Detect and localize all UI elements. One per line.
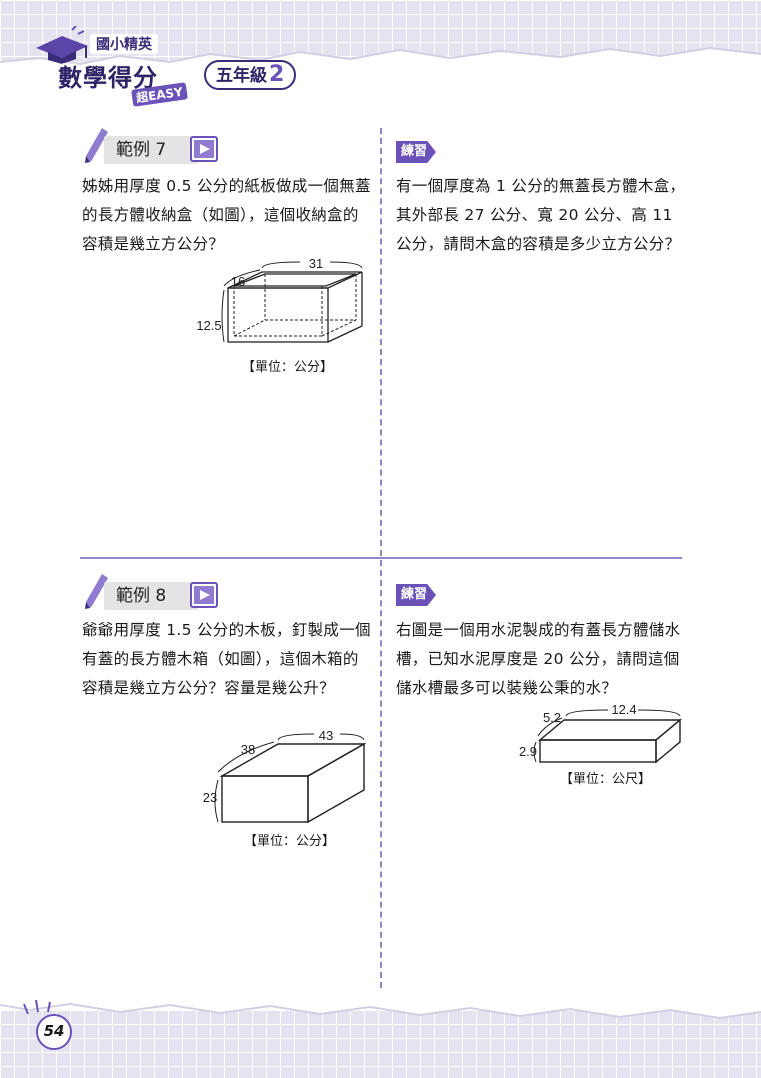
practice-2-text: 右圖是一個用水泥製成的有蓋長方體儲水槽，已知水泥厚度是 20 公分，請問這個儲水… xyxy=(396,621,681,697)
practice-1-text: 有一個厚度為 1 公分的無蓋長方體木盒，其外部長 27 公分、寬 20 公分、高… xyxy=(396,177,686,253)
example-8-length-label: 43 xyxy=(319,728,333,743)
example-7-label: 範例 7 xyxy=(104,136,198,164)
practice-2-tank-figure: 12.4 5.2 2.9 xyxy=(519,702,682,764)
example-8-height-label: 23 xyxy=(203,790,217,805)
brand-top-text: 國小精英 xyxy=(90,34,158,54)
example-8-unit: 【單位：公分】 xyxy=(244,834,336,849)
example-7-box-figure: 31 16 12.5 xyxy=(196,256,363,343)
footer-grid-background xyxy=(0,1010,761,1078)
example-8-label: 範例 8 xyxy=(104,582,198,610)
example-8-text: 爺爺用厚度 1.5 公分的木板，釘製成一個有蓋的長方體木箱（如圖），這個木箱的容… xyxy=(82,621,371,697)
video-play-icon[interactable] xyxy=(190,582,218,608)
practice-2-width-label: 5.2 xyxy=(543,710,561,725)
example-7-length-label: 31 xyxy=(309,256,323,271)
page-number: 54 xyxy=(36,1014,72,1050)
example-7-unit: 【單位：公分】 xyxy=(242,360,334,375)
video-play-icon[interactable] xyxy=(190,136,218,162)
brand-main-text: 數學得分 xyxy=(58,64,158,92)
section-divider xyxy=(80,557,682,559)
practice-2-length-label: 12.4 xyxy=(611,702,636,717)
torn-paper-edge-top xyxy=(0,46,761,100)
example-8-width-label: 38 xyxy=(241,742,255,757)
grade-badge: 五年級2 xyxy=(204,60,297,90)
example-7-width-label: 16 xyxy=(231,274,245,289)
grade-number: 2 xyxy=(269,62,285,87)
torn-paper-edge-bottom xyxy=(0,990,761,1020)
pencil-icon xyxy=(85,128,108,163)
example-8-box-figure: 43 38 23 xyxy=(203,728,367,824)
series-logo: 國小精英 數學得分 超EASY xyxy=(28,26,218,107)
page-number-ticks-icon xyxy=(23,999,51,1015)
practice-1-tag: 練習 xyxy=(396,141,436,163)
example-7-height-label: 12.5 xyxy=(196,318,221,333)
example-7-text: 姊姊用厚度 0.5 公分的紙板做成一個無蓋的長方體收納盒（如圖），這個收納盒的容… xyxy=(82,177,371,253)
practice-2-unit: 【單位：公尺】 xyxy=(560,772,652,787)
pencil-icon xyxy=(85,574,108,609)
practice-2-tag: 練習 xyxy=(396,584,436,606)
graduation-cap-icon xyxy=(36,26,88,64)
grade-label: 五年級 xyxy=(216,66,267,86)
practice-2-height-label: 2.9 xyxy=(519,744,537,759)
